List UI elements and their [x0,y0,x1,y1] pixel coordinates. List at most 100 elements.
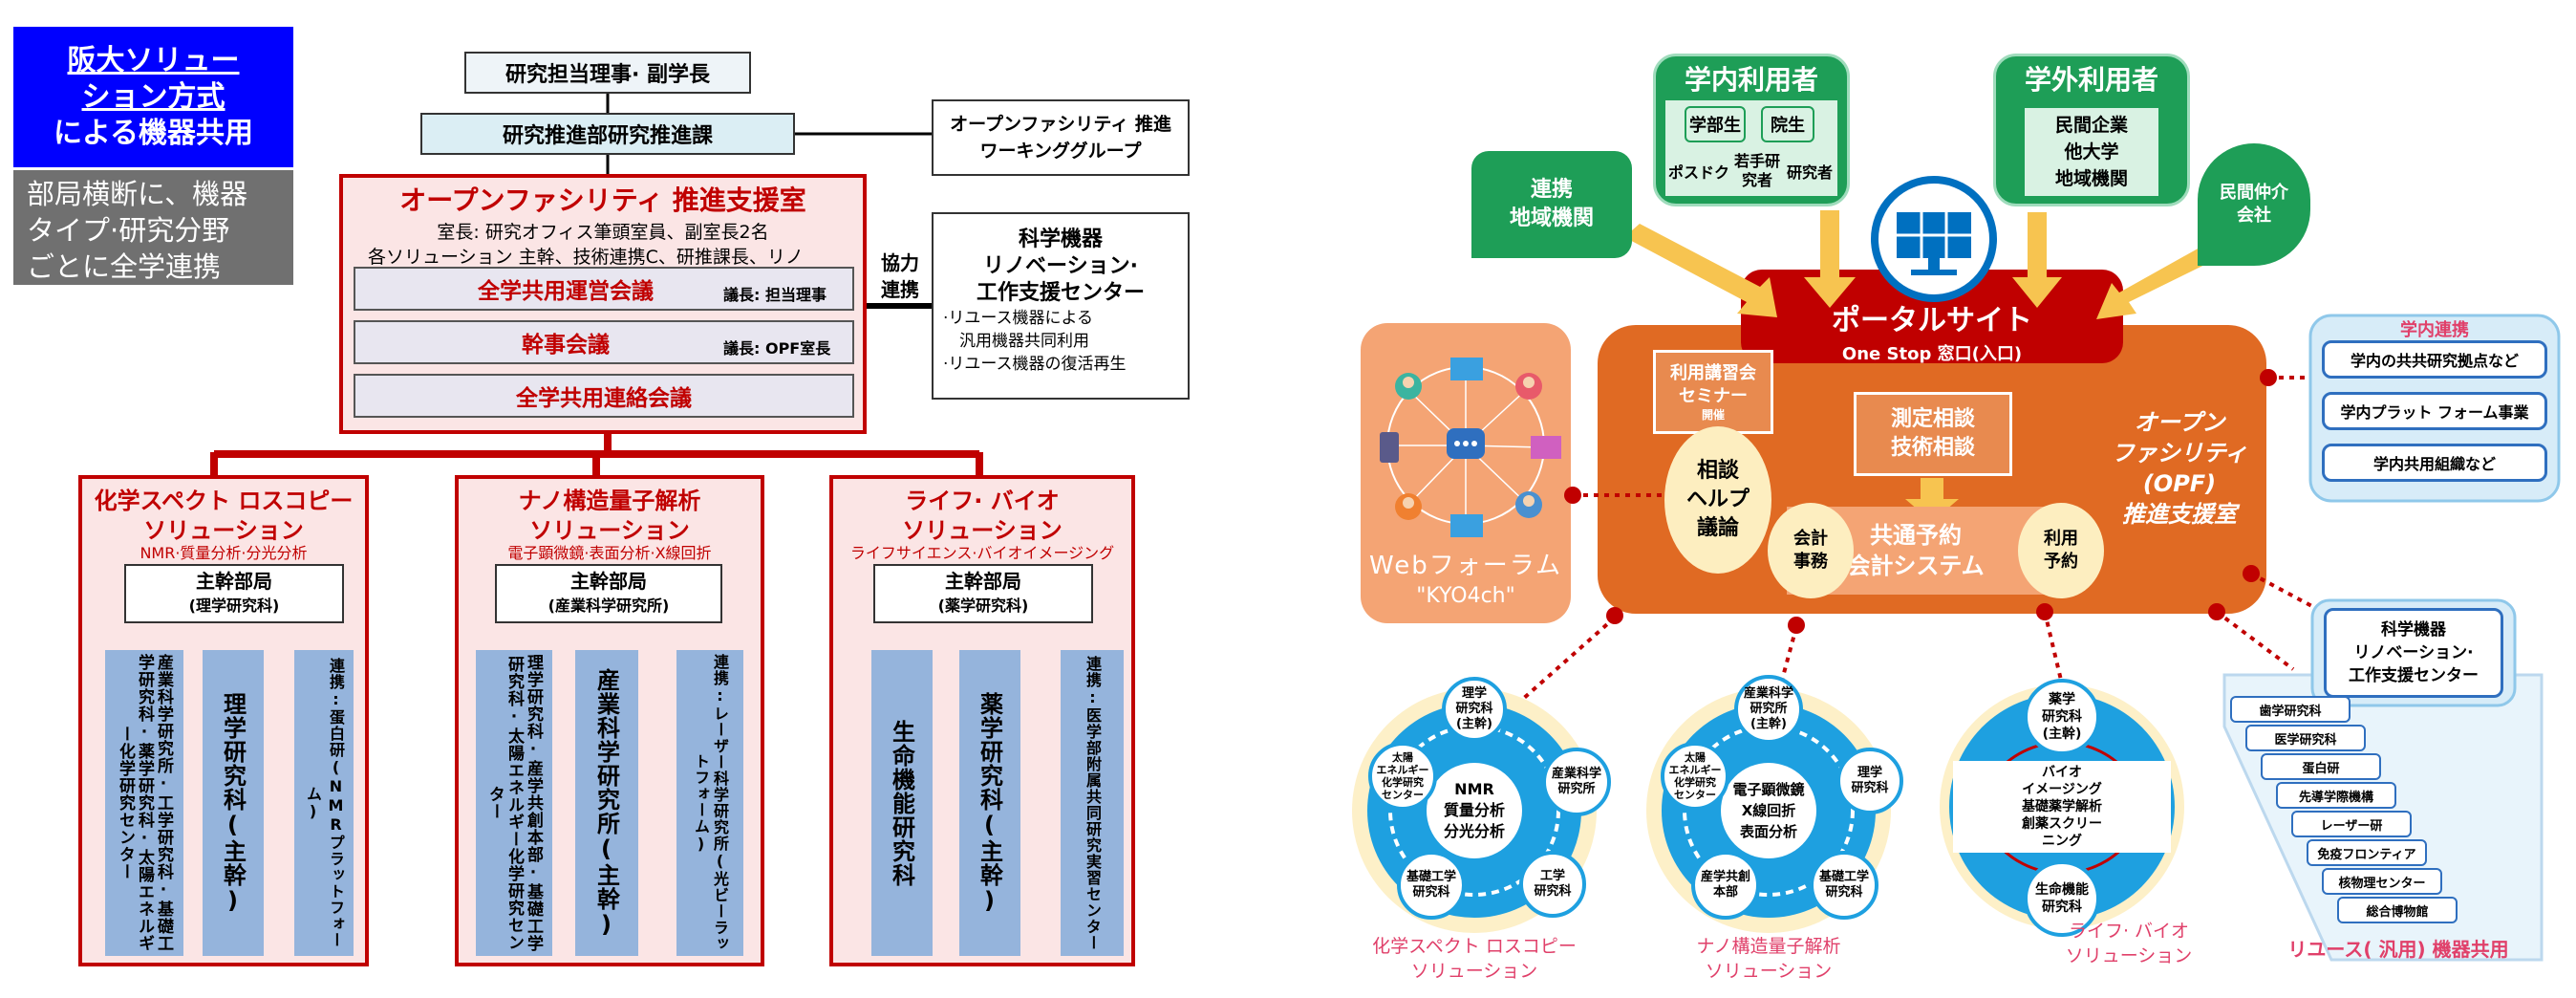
wheel1-node-line: 研究科 [1534,884,1572,899]
wheel1-node-line: センター [1382,789,1424,801]
seminar-line: 利用講習会 [1670,363,1756,383]
working-group-box: オープンファシリティ 推進 ワーキンググループ [932,99,1190,176]
person-icon [1395,373,1422,400]
member-column: 薬学研究科(主幹) [959,650,1020,956]
wheel1-node: 産業科学 研究所 [1542,748,1611,816]
external-users-panel: 民間企業 他大学 地域機関 [2025,108,2158,196]
external-user-line: 他大学 [2064,141,2119,163]
renovation-title-line: 科学機器 [1018,228,1103,251]
solution-subtitle: NMR·質量分析·分光分析 [140,544,308,562]
wheel1-node-line: 産業科学 [1551,767,1601,781]
wheel3-top: 薬学 研究科 (主幹) [2024,679,2100,755]
wheel2-node-line: 研究科 [1851,781,1889,795]
forum-subtitle: "KYO4ch" [1416,583,1515,608]
person-icon [1395,493,1422,520]
meeting-row: 全学共用連絡会議 [354,374,854,418]
wheel3-middle-line: イメージング [2022,782,2102,797]
description-line: ごとに全学連携 [27,250,222,283]
portal-site: ポータルサイト One Stop 窓口(入口) [1741,298,2123,364]
regional-line: 連携 [1530,178,1573,202]
wheel2-node-line: 化学研究 [1674,776,1716,789]
wheel1-node-line: 研究所 [1557,782,1596,796]
common-line: 共通予約 [1870,522,1962,549]
research-promotion-box: 研究推進部研究推進課 [420,113,795,155]
wheel1-center: NMR 質量分析 分光分析 [1427,763,1522,858]
broker-line: 会社 [2237,206,2271,226]
cooperation-line: 協力 [881,251,919,274]
wheel3-caption: ライフ· バイオ ソリューション [2014,918,2243,969]
solution-title: ソリューション [143,516,304,544]
campus-title: 学内連携 [2400,320,2469,340]
seminar-line: セミナー [1679,386,1748,406]
internal-users-panel: 学部生 院生 ポスドク 若手研究者 研究者 [1665,100,1837,196]
solution-title: ソリューション [902,516,1063,544]
wheel1-node-line: 基礎工学 [1406,870,1456,884]
wheel3-top-line: (主幹) [2042,727,2082,742]
wheel1-node-line: (主幹) [1456,717,1492,731]
wheel1-center-line: 質量分析 [1443,801,1505,819]
meeting-label: 幹事会議 [522,333,610,358]
external-user-line: 地域機関 [2054,168,2128,189]
external-users-title: 学外利用者 [2024,64,2158,96]
user-researcher: 研究者 [1786,163,1833,182]
wheel1-caption: 化学スペクト ロスコピー ソリューション [1341,933,1608,985]
lead-department-head: 主幹部局 [945,570,1021,593]
wheel3-top-line: 薬学 [2049,692,2075,707]
wheel3-middle: バイオ イメージング 基礎薬学解析 創薬スクリー ニング [1953,761,2171,853]
wheel2-node: 産業科学 研究所 (主幹) [1734,675,1803,744]
member-column: 連携:レーザー科学研究所(光ビーラットフォーム) [676,650,743,956]
broker-line: 民間仲介 [2220,183,2288,203]
wheel2-node-line: 基礎工学 [1818,870,1869,884]
wheel1-node-line: 化学研究 [1382,776,1424,789]
renovation-title-line: 工作支援センター [976,281,1145,305]
wheel2-node: 産学共創 本部 [1691,851,1760,920]
meeting-label: 全学共用運営会議 [478,279,654,304]
campus-item: 学内の共共研究拠点など [2322,340,2547,379]
renovation-item: ·リユース機器の復活再生 [943,355,1127,374]
wheel3-middle-line: 基礎薬学解析 [2022,799,2102,814]
accounting-line: 事務 [1793,552,1828,572]
wheel1-center-line: NMR [1454,780,1494,798]
wheel2-node-line: 理学 [1857,766,1882,780]
renovation-center-box: 科学機器 リノベーション· 工作支援センター ·リユース機器による 汎用機器共同… [932,212,1190,400]
renovation-center-right: 科学機器 リノベーション· 工作支援センター [2324,608,2503,698]
solution-subtitle: 電子顕微鏡·表面分析·X線回折 [507,544,712,562]
phone-icon [1380,432,1399,463]
screen-icon [1450,514,1483,537]
web-forum: Webフォーラム "KYO4ch" [1361,323,1571,623]
wheel1-caption-line: ソリューション [1410,961,1538,982]
wheel2-node-line: センター [1674,789,1716,801]
title-line: ション方式 [81,79,225,114]
broker-box: 民間仲介 会社 [2198,143,2310,266]
member-column-text: 生命機能研究科 [888,719,915,887]
member-column-text: 薬学研究科(主幹) [976,691,1003,915]
screen-icon [1531,436,1561,459]
renovation-right-line: リノベーション· [2353,643,2474,662]
help-line: ヘルプ [1685,488,1750,511]
solution-title: 化学スペクト ロスコピー [94,487,354,514]
wheel1-node-line: エネルギー [1376,764,1429,776]
wheel3-middle-line: ニング [2042,834,2082,849]
support-office-line1: 室長: 研究オフィス筆頭室員、副室長2名 [437,221,769,243]
meeting-label: 全学共用連絡会議 [516,386,692,411]
member-column: 産業科学研究所·工学研究科·基礎工学研究科·薬学研究科·太陽エネルギー化学研究セ… [105,650,183,956]
member-column: 生命機能研究科 [871,650,933,956]
wheel1-caption-line: 化学スペクト ロスコピー [1372,936,1577,957]
wheel3-caption-line: ライフ· バイオ [2068,921,2190,942]
cooperation-line: 連携 [881,278,919,301]
internal-users-box: 学内利用者 学部生 院生 ポスドク 若手研究者 研究者 [1653,54,1850,206]
person-icon [1515,491,1542,518]
description-box: 部局横断に、機器 タイプ·研究分野 ごとに全学連携 [13,170,293,285]
opf-line: (OPF) [2142,470,2217,497]
meeting-chair: 議長: 担当理事 [723,286,826,304]
portal-subtitle: One Stop 窓口(入口) [1841,344,2023,364]
description-line: 部局横断に、機器 [27,178,248,210]
meeting-chair: 議長: OPF室長 [723,339,831,358]
opf-label: オープン ファシリティ (OPF) 推進支援室 [2098,401,2261,535]
help-line: 議論 [1696,516,1739,540]
help-ellipse: 相談 ヘルプ 議論 [1664,426,1771,574]
member-column-text: 産業科学研究所(主幹) [592,667,620,939]
working-group-line: ワーキンググループ [979,141,1142,162]
reservation-line: 予約 [2044,552,2078,572]
reuse-item: 核物理センター [2322,868,2442,895]
